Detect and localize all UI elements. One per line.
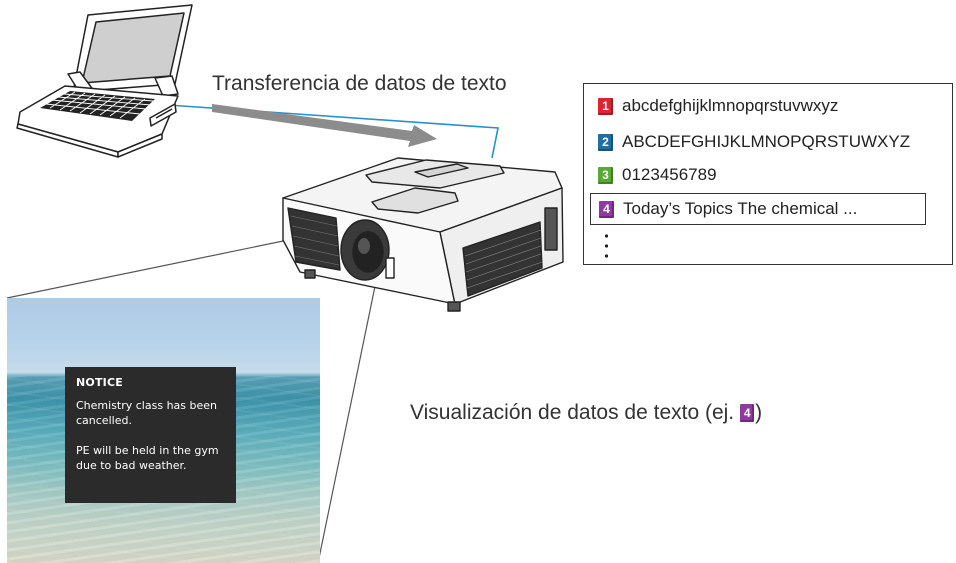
laptop-illustration bbox=[16, 4, 193, 158]
notice-box: NOTICE Chemistry class has been cancelle… bbox=[65, 367, 236, 503]
transfer-arrow bbox=[212, 104, 437, 147]
number-badge-4-inline: 4 bbox=[740, 404, 755, 422]
display-label-close: ) bbox=[755, 401, 763, 424]
projector-illustration bbox=[282, 157, 564, 312]
data-cable bbox=[167, 104, 499, 159]
display-label: Visualización de datos de texto (ej. 4 ) bbox=[410, 401, 762, 425]
notice-title: NOTICE bbox=[76, 376, 123, 389]
number-badge-3: 3 bbox=[598, 166, 613, 184]
number-badge-1: 1 bbox=[598, 97, 613, 115]
list-item-text: 0123456789 bbox=[622, 165, 717, 184]
beam-line-right bbox=[317, 261, 381, 563]
projected-screen: NOTICE Chemistry class has been cancelle… bbox=[7, 298, 320, 563]
transfer-label: Transferencia de datos de texto bbox=[212, 72, 507, 95]
list-item-1: 1 abcdefghijklmnopqrstuvwxyz bbox=[598, 95, 838, 117]
number-badge-4: 4 bbox=[599, 200, 614, 218]
list-item-4-selected: 4 Today’s Topics The chemical ... bbox=[590, 193, 926, 225]
list-item-text: abcdefghijklmnopqrstuvwxyz bbox=[622, 96, 839, 115]
notice-line-1: Chemistry class has been cancelled. bbox=[76, 399, 217, 427]
text-data-list: 1 abcdefghijklmnopqrstuvwxyz 2 ABCDEFGHI… bbox=[583, 83, 953, 265]
list-item-text: Today’s Topics The chemical ... bbox=[623, 199, 858, 218]
number-badge-2: 2 bbox=[598, 133, 613, 151]
beam-line-left bbox=[6, 239, 289, 299]
more-items-ellipsis-icon bbox=[605, 231, 608, 261]
display-label-text: Visualización de datos de texto (ej. bbox=[410, 401, 735, 424]
list-item-3: 3 0123456789 bbox=[598, 164, 717, 186]
list-item-text: ABCDEFGHIJKLMNOPQRSTUWXYZ bbox=[622, 132, 911, 151]
notice-line-2: PE will be held in the gym due to bad we… bbox=[76, 444, 219, 472]
list-item-2: 2 ABCDEFGHIJKLMNOPQRSTUWXYZ bbox=[598, 131, 910, 153]
